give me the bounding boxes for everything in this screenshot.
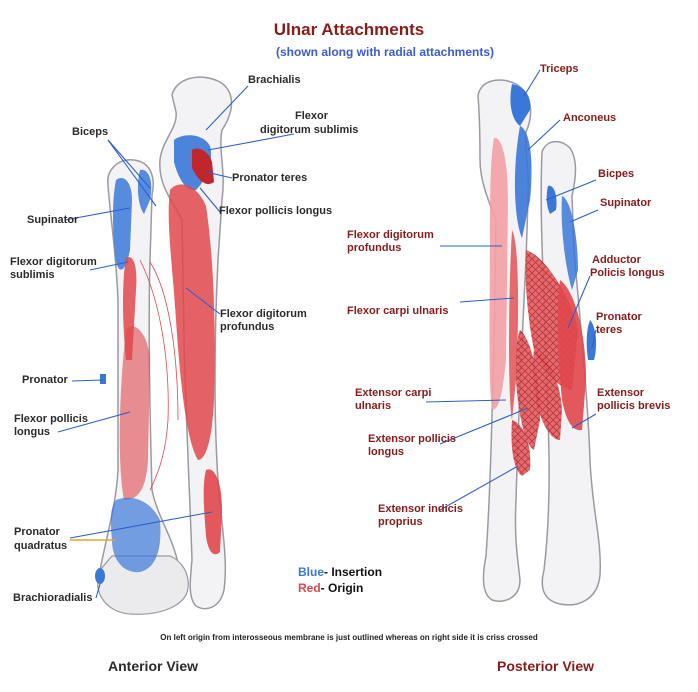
label-extensor-pollicis-longus-2: longus (368, 446, 405, 458)
posterior-ei-origin (511, 420, 531, 476)
posterior-fdp-origin (489, 137, 508, 410)
label-pronator: Pronator (22, 374, 68, 386)
label-flexor-digitorum-profundus-posterior-2: profundus (347, 242, 402, 254)
anterior-fpl-origin-radius (119, 326, 150, 500)
anterior-brachioradialis-insertion (95, 568, 105, 584)
label-extensor-pollicis-longus-1: Extensor pollicis (368, 433, 457, 445)
label-flexor-digitorum-sublimis-left-2: sublimis (10, 269, 55, 281)
label-supinator: Supinator (27, 214, 79, 226)
label-adductor-policis-longus-2: Policis longus (590, 267, 665, 279)
diagram-title: Ulnar Attachments (273, 20, 425, 39)
label-supinator-posterior: Supinator (600, 197, 652, 209)
anterior-view-label: Anterior View (108, 658, 198, 674)
label-pronator-quadratus-2: quadratus (14, 540, 68, 552)
label-flexor-digitorum-profundus-2: profundus (220, 321, 275, 333)
anterior-pronator-quadratus-insertion (110, 497, 161, 573)
label-flexor-digitorum-profundus-posterior-1: Flexor digitorum (347, 229, 434, 241)
posterior-anconeus-insertion (514, 126, 532, 238)
label-flexor-carpi-ulnaris: Flexor carpi ulnaris (347, 305, 449, 317)
posterior-ecu-origin (533, 350, 562, 440)
label-triceps: Triceps (540, 63, 579, 75)
posterior-epb-origin (557, 280, 586, 431)
label-extensor-pollicis-brevis-2: pollicis brevis (597, 400, 671, 412)
posterior-biceps-insertion (546, 185, 557, 214)
legend-insertion: Blue- Insertion (298, 565, 382, 579)
diagram-subtitle: (shown along with radial attachments) (275, 45, 495, 59)
posterior-fcu-origin (509, 230, 519, 420)
label-anconeus: Anconeus (563, 112, 617, 124)
leader-lines (57, 69, 599, 599)
label-brachialis: Brachialis (248, 74, 301, 86)
anterior-interosseous-outline (139, 259, 169, 491)
legend-origin: Red- Origin (298, 581, 363, 595)
legend-blue-rest: - Insertion (324, 565, 383, 579)
posterior-supinator-insertion (561, 196, 578, 290)
label-flexor-pollicis-longus-left-1: Flexor pollicis (14, 413, 88, 425)
legend-blue-word: Blue (298, 565, 325, 579)
anterior-radius-distal (96, 555, 189, 615)
label-adductor-policis-longus-1: Adductor (592, 254, 641, 266)
label-pronator-quadratus-1: Pronator (14, 526, 60, 538)
footnote: On left origin from interosseous membran… (160, 633, 538, 642)
label-flexor-digitorum-profundus-1: Flexor digitorum (220, 308, 307, 320)
label-extensor-indicis-proprius-1: Extensor indicis (378, 503, 463, 515)
posterior-view-label: Posterior View (497, 658, 595, 674)
label-extensor-carpi-ulnaris-1: Extensor carpi (355, 387, 432, 399)
anterior-biceps-insertion (137, 169, 152, 214)
anterior-fdp-origin-ulna (168, 184, 215, 460)
label-bicpes: Bicpes (598, 168, 635, 180)
label-brachioradialis: Brachioradialis (13, 592, 93, 604)
label-pronator-teres-posterior-2: teres (596, 324, 623, 336)
anterior-pronator-teres-origin (192, 148, 214, 185)
anterior-supinator-insertion (113, 178, 132, 270)
legend-red-word: Red (298, 581, 321, 595)
label-flexor-pollicis-longus-right: Flexor pollicis longus (219, 205, 333, 217)
label-extensor-indicis-proprius-2: proprius (378, 516, 423, 528)
label-biceps: Biceps (72, 126, 109, 138)
label-flexor-digitorum-sublimis-1: Flexor (295, 110, 329, 122)
legend-red-rest: - Origin (320, 581, 364, 595)
label-flexor-digitorum-sublimis-left-1: Flexor digitorum (10, 256, 97, 268)
anterior-pronator-mark (100, 374, 106, 384)
anterior-pronator-quadratus-origin (203, 469, 222, 555)
label-extensor-carpi-ulnaris-2: ulnaris (355, 400, 392, 412)
label-flexor-pollicis-longus-left-2: longus (14, 426, 51, 438)
label-flexor-digitorum-sublimis-2: digitorum sublimis (260, 124, 359, 136)
label-extensor-pollicis-brevis-1: Extensor (597, 387, 645, 399)
anterior-interosseous-outline-2 (149, 261, 179, 421)
label-pronator-teres-posterior-1: Pronator (596, 311, 642, 323)
label-pronator-teres: Pronator teres (232, 172, 308, 184)
posterior-pronator-teres-insertion (586, 320, 597, 360)
posterior-epl-origin (516, 330, 540, 450)
